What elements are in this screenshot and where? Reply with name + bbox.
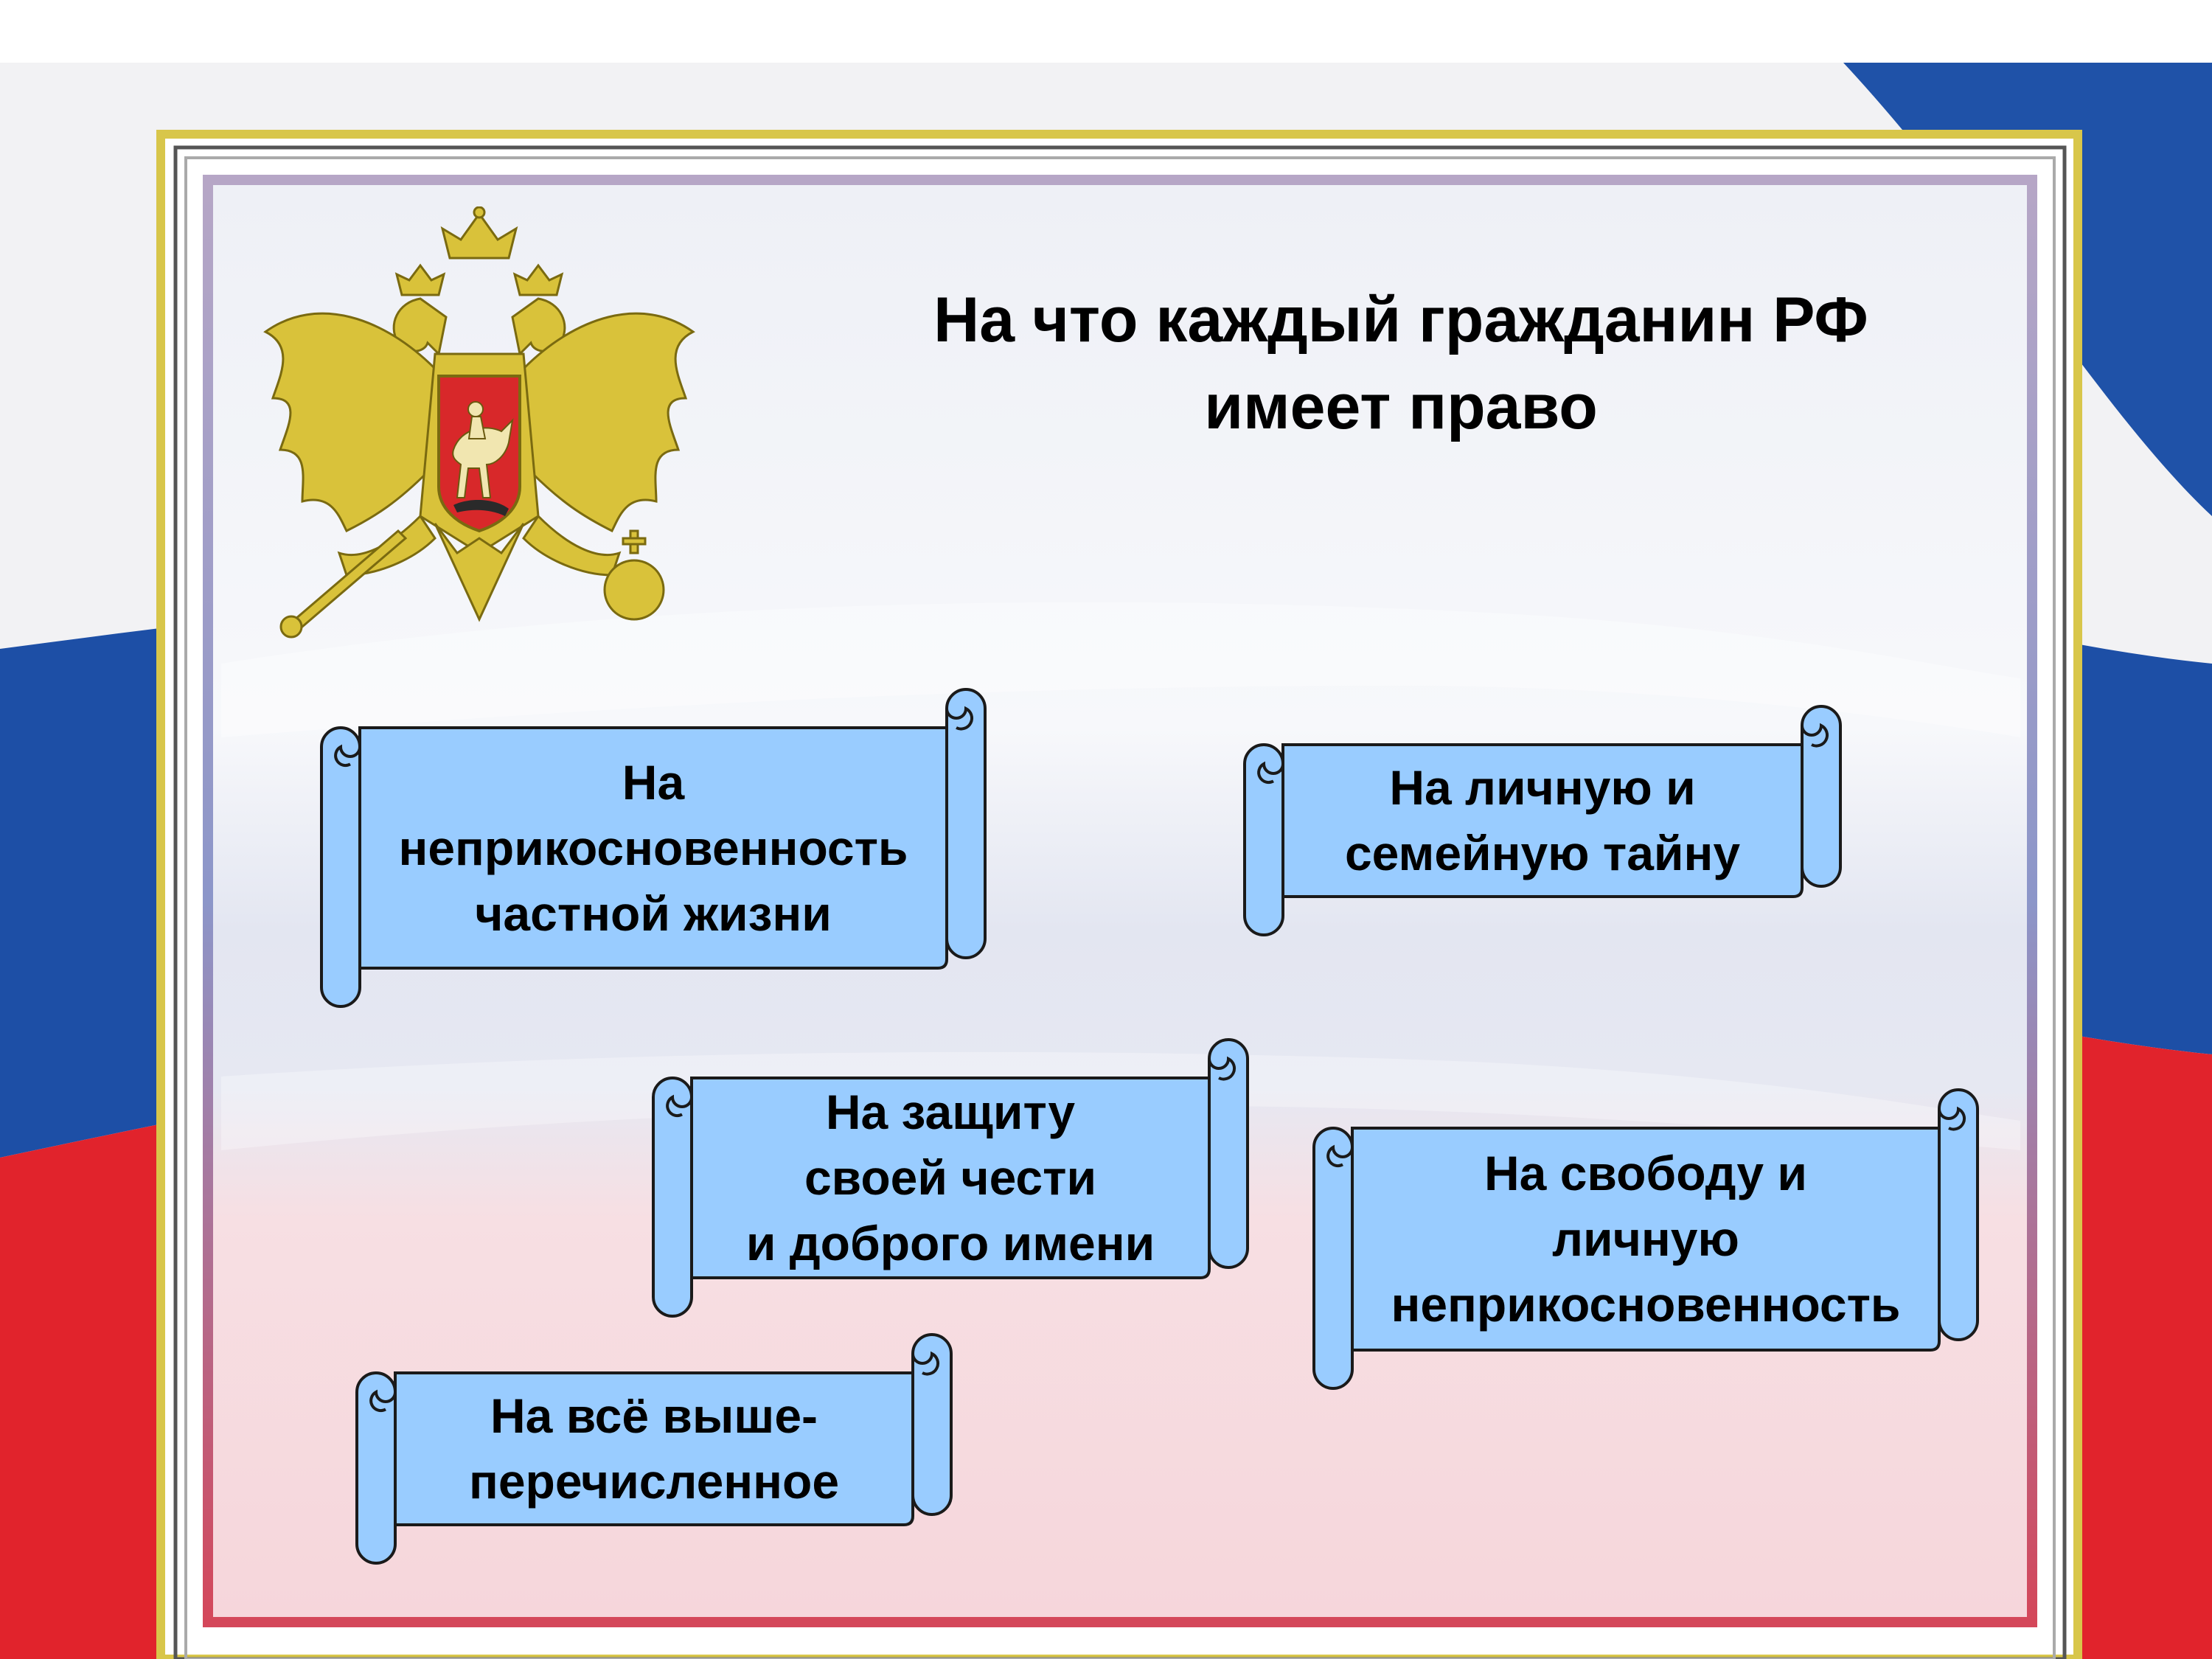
- right-freedom-text: На свободу и личную неприкосновенность: [1391, 1146, 1901, 1332]
- right-all-scroll: На всё выше- перечисленное: [355, 1333, 953, 1565]
- right-privacy-scroll: На неприкосновенность частной жизни: [320, 688, 987, 1008]
- right-honor-scroll: На защиту своей чести и доброго имени: [652, 1038, 1249, 1318]
- scroll-shape: [320, 688, 987, 1008]
- scroll-shape: [355, 1333, 953, 1565]
- right-all-text: На всё выше- перечисленное: [468, 1388, 840, 1509]
- scroll-shape: [1243, 705, 1842, 936]
- emblem-icon: [263, 206, 695, 639]
- right-privacy-text: На неприкосновенность частной жизни: [398, 754, 908, 941]
- right-freedom-scroll: На свободу и личную неприкосновенность: [1312, 1088, 1979, 1390]
- right-honor-text: На защиту своей чести и доброго имени: [745, 1085, 1155, 1270]
- right-family-secret-text: На личную и семейную тайну: [1344, 760, 1741, 880]
- slide-title: На что каждый гражданин РФ имеет право: [933, 285, 1868, 442]
- scroll-shape: [652, 1038, 1249, 1318]
- scroll-shape: [1312, 1088, 1979, 1390]
- right-family-secret-scroll: На личную и семейную тайну: [1243, 705, 1842, 936]
